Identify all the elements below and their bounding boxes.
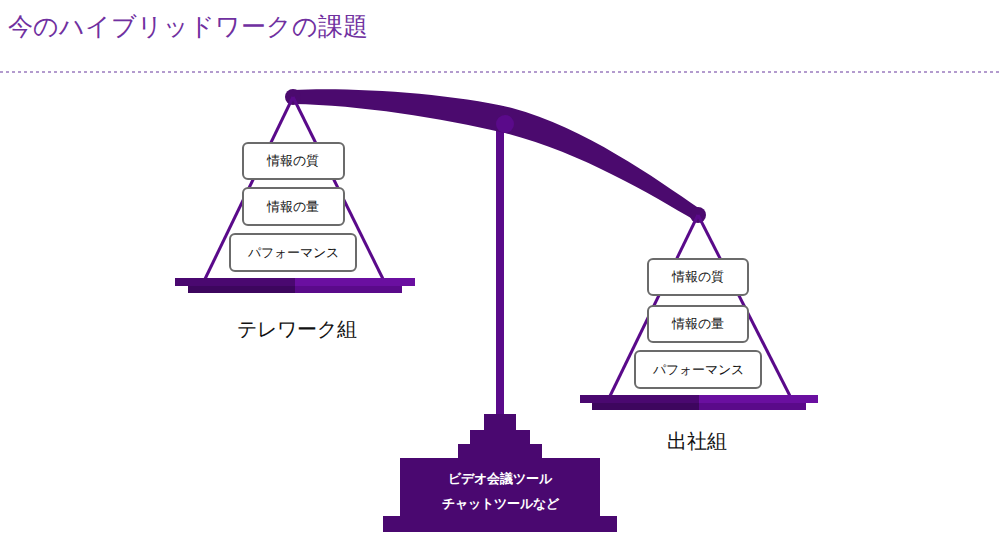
node-text: ビデオ会議ツール チャットツールなど — [425, 467, 575, 516]
factor-box: 情報の量 — [242, 187, 345, 226]
node-text: パフォーマンス — [248, 245, 339, 261]
factor-box: パフォーマンス — [634, 350, 762, 389]
node-text: 情報の量 — [267, 199, 319, 215]
balance-beam — [293, 89, 700, 221]
balance-base — [383, 414, 617, 532]
page-title: 今のハイブリッドワークの課題 — [8, 10, 368, 43]
group-label: テレワーク組 — [237, 316, 357, 343]
factor-box: 情報の量 — [647, 305, 749, 343]
tool-base: ビデオ会議ツール チャットツールなど — [402, 462, 598, 522]
node-text: パフォーマンス — [653, 362, 744, 378]
factor-box: パフォーマンス — [229, 233, 357, 272]
beam-pivot — [496, 115, 514, 133]
node-text: 情報の質 — [672, 269, 724, 285]
balance-post — [496, 106, 504, 418]
node-text: 情報の質 — [267, 153, 319, 169]
left-pan — [175, 97, 415, 293]
title-rule — [0, 71, 1000, 73]
factor-box: 情報の質 — [647, 258, 749, 296]
group-label: 出社組 — [667, 428, 727, 455]
right-pan — [580, 215, 818, 410]
node-text: 情報の量 — [672, 316, 724, 332]
factor-box: 情報の質 — [242, 142, 345, 180]
